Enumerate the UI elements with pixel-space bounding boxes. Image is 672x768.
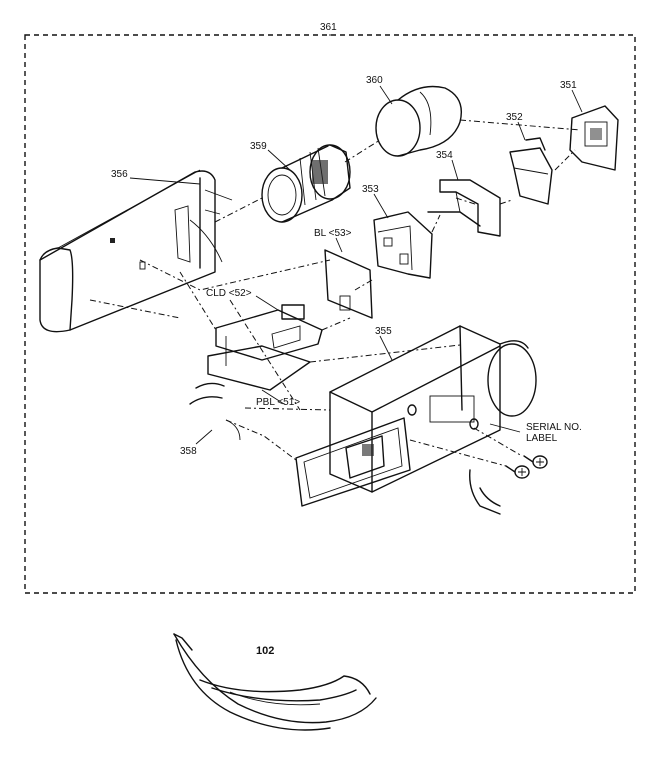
part-102-strap [173,633,377,731]
label-pbl-51: PBL <51> [256,397,300,408]
label-360: 360 [366,75,383,86]
label-351: 351 [560,80,577,91]
part-355-main-body [329,325,537,493]
label-359: 359 [250,141,267,152]
assembly-boundary [24,34,636,594]
label-serial-label: LABEL [526,433,558,444]
leader-lines [129,34,583,445]
part-356-rear-cover [39,169,233,333]
part-359-lens-barrel [261,144,351,223]
part-cld-board [207,304,323,391]
part-354-holder [427,179,501,237]
label-355: 355 [375,326,392,337]
label-serial-no: SERIAL NO. [526,422,582,433]
label-353: 353 [362,184,379,195]
part-screws [505,455,548,479]
part-360-eyecup [375,85,463,157]
label-bl-53: BL <53> [314,228,352,239]
label-352: 352 [506,112,523,123]
part-352-plate [509,137,553,205]
part-body-cable [469,469,501,515]
part-bl-board [324,249,373,319]
part-358-cable [189,382,241,441]
part-frame-plate [295,417,411,507]
label-361: 361 [320,22,337,33]
label-102: 102 [256,645,274,657]
part-353-bracket [373,211,433,279]
label-cld-52: CLD <52> [206,288,252,299]
label-358: 358 [180,446,197,457]
label-356: 356 [111,169,128,180]
part-351-end-cap [569,105,619,171]
alignment-lines [89,119,581,467]
label-354: 354 [436,150,453,161]
